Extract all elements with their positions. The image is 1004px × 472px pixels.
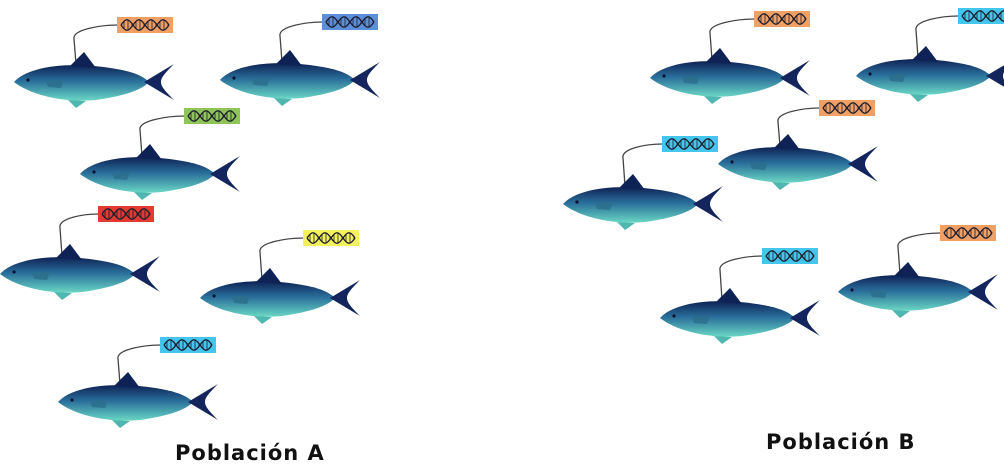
dna-tag	[662, 136, 718, 152]
fish-icon	[838, 262, 998, 318]
fish-icon	[660, 288, 820, 344]
dna-tag	[322, 14, 378, 30]
fish-icon	[200, 268, 360, 324]
population-a-label: Población A	[175, 441, 325, 465]
population-b-fish-2	[856, 8, 1004, 102]
population-a-fish-1	[14, 17, 174, 108]
fish-icon	[563, 174, 723, 230]
dna-tag	[754, 11, 810, 27]
population-a-fish-4	[0, 206, 160, 300]
fish-icon	[58, 372, 218, 428]
dna-tag	[940, 225, 996, 241]
dna-tag	[117, 17, 173, 33]
population-b-fish-6	[838, 225, 998, 318]
dna-tag	[958, 8, 1004, 24]
population-a-fish-6	[58, 337, 218, 428]
population-b-fish-3	[718, 100, 878, 190]
fish-icon	[14, 52, 174, 108]
dna-tag	[303, 230, 359, 246]
population-a-fish-2	[220, 14, 380, 106]
population-b-fish-5	[660, 248, 820, 344]
dna-tag	[98, 206, 154, 222]
dna-tag	[184, 108, 240, 124]
dna-tag	[762, 248, 818, 264]
population-b-fish-4	[563, 136, 723, 230]
fish-icon	[856, 46, 1004, 102]
dna-tag	[160, 337, 216, 353]
population-a-fish-3	[80, 108, 240, 200]
fish-icon	[650, 48, 810, 104]
population-a-fish-5	[200, 230, 360, 324]
population-b-fish-1	[650, 11, 810, 104]
fish-icon	[80, 144, 240, 200]
population-b-label: Población B	[766, 430, 916, 454]
fish-icon	[220, 50, 380, 106]
dna-tag	[819, 100, 875, 116]
fish-icon	[0, 244, 160, 300]
fish-icon	[718, 134, 878, 190]
